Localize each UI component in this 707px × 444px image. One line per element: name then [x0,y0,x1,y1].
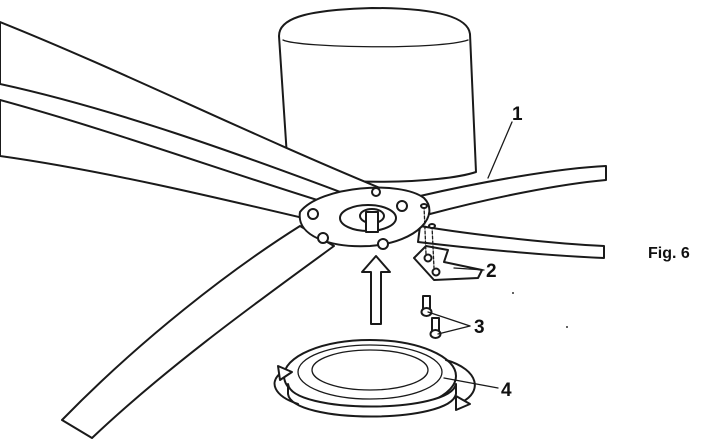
callout-1: 1 [512,104,523,125]
stray-mark [512,292,514,294]
blade-mounting-plate [298,186,431,250]
fan-blade-lower [61,225,335,439]
fan-blade-right-upper [419,165,607,215]
leader-lines [427,121,513,389]
callout-4: 4 [501,380,512,401]
figure-label: Fig. 6 [648,245,690,262]
callout-2: 2 [486,261,497,282]
upward-arrow [361,255,391,325]
light-kit-cover [283,339,457,418]
bracket [413,203,483,281]
rotation-arrow-left [273,365,299,405]
fan-blade-right-lower [417,225,605,259]
callout-3: 3 [474,317,485,338]
screws [420,295,442,339]
motor-housing [278,7,477,183]
stray-mark [566,326,568,328]
rotation-arrow-right [445,359,476,411]
